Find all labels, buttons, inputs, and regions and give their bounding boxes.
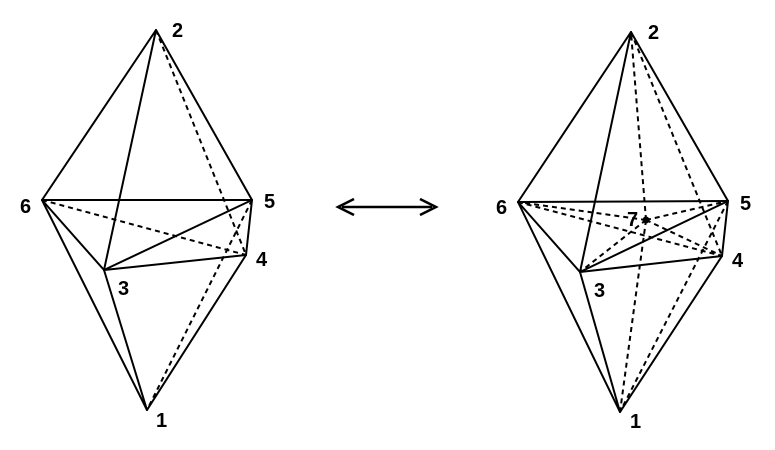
left-edge-2-5 <box>155 29 253 201</box>
left-vertex-label-2: 2 <box>172 20 183 42</box>
left-edge-5-4 <box>245 199 253 256</box>
right-hidden-edge-7-6 <box>517 201 647 221</box>
left-hidden-edge-2-4 <box>155 29 247 256</box>
right-vertex-label-7: 7 <box>627 209 638 231</box>
left-edge-3-4 <box>103 254 247 271</box>
right-hidden-edge-5-1 <box>619 200 729 413</box>
left-vertex-label-6: 6 <box>20 196 31 218</box>
left-hidden-edge-6-4 <box>41 199 247 256</box>
right-edge-4-1 <box>619 255 723 413</box>
left-edge-6-1 <box>41 199 148 411</box>
double-arrow-icon <box>335 197 439 217</box>
right-hidden-edge-7-5 <box>645 200 729 221</box>
right-edge-6-1 <box>517 201 621 413</box>
left-edge-3-1 <box>103 269 148 411</box>
right-edge-2-6 <box>517 31 632 203</box>
left-edge-4-1 <box>146 254 247 411</box>
left-hidden-edge-5-1 <box>146 199 253 411</box>
right-polyhedron: 2 6 7 5 4 3 1 <box>496 22 751 433</box>
right-vertex-label-2: 2 <box>648 22 659 44</box>
right-vertex-label-6: 6 <box>496 197 507 219</box>
right-edge-6-5 <box>517 200 729 203</box>
right-hidden-edge-2-4 <box>630 31 723 257</box>
right-hidden-edge-7-2 <box>630 31 647 221</box>
right-edge-6-3 <box>517 201 581 273</box>
right-edge-5-4 <box>721 200 729 257</box>
left-edge-2-6 <box>41 29 157 201</box>
left-vertex-label-3: 3 <box>118 278 129 300</box>
right-hidden-edge-6-4 <box>517 201 723 257</box>
right-vertex-7-dot <box>642 216 650 224</box>
left-vertex-label-4: 4 <box>256 249 268 271</box>
right-edge-3-5 <box>579 200 729 273</box>
right-hidden-edge-7-1 <box>619 219 647 413</box>
right-vertex-label-4: 4 <box>732 250 744 272</box>
left-vertex-label-1: 1 <box>156 410 167 432</box>
right-edge-2-3 <box>579 31 632 273</box>
right-vertex-label-3: 3 <box>594 280 605 302</box>
right-edge-3-4 <box>579 255 723 273</box>
left-edge-6-3 <box>41 199 105 271</box>
left-polyhedron: 2 6 5 4 3 1 <box>20 20 275 432</box>
right-edge-2-5 <box>630 31 729 202</box>
left-edge-3-5 <box>103 199 253 271</box>
right-vertex-label-5: 5 <box>740 193 751 215</box>
left-edge-2-3 <box>103 29 157 271</box>
right-vertex-label-1: 1 <box>630 411 641 433</box>
right-edge-3-1 <box>579 271 621 413</box>
left-vertex-label-5: 5 <box>264 191 275 213</box>
